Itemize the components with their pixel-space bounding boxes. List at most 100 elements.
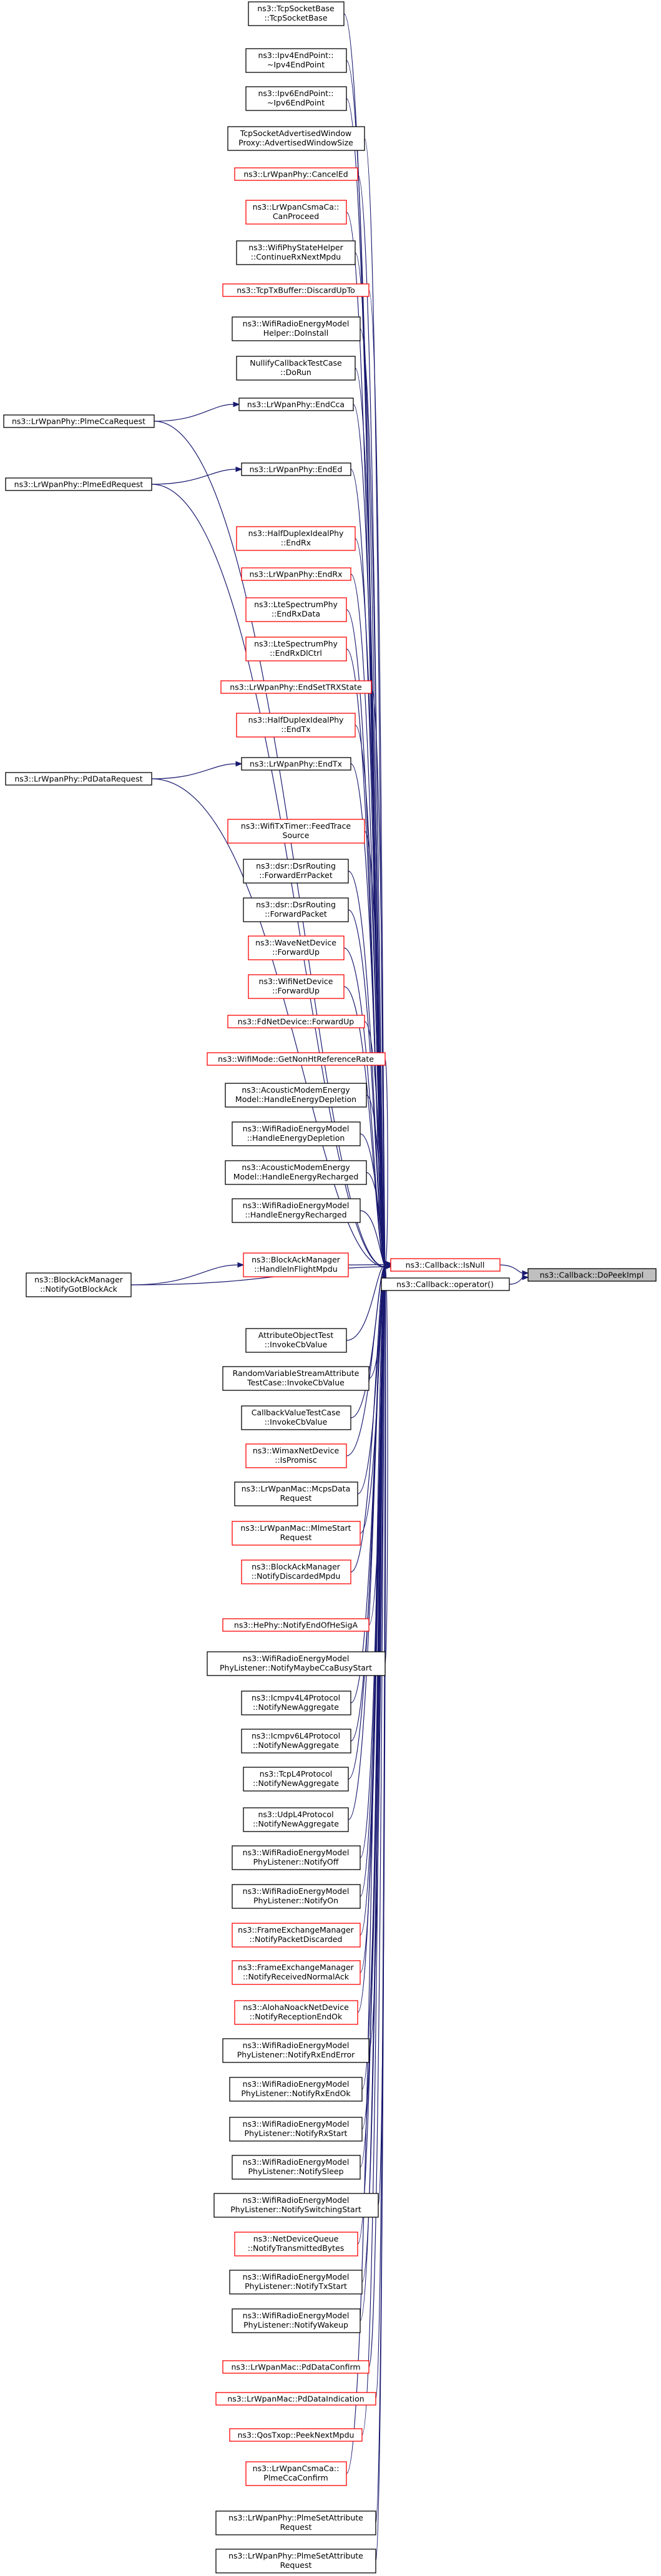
node-label: ns3::LrWpanCsmaCa:: bbox=[253, 202, 340, 212]
graph-node-o3[interactable]: ns3::BlockAckManager::NotifyGotBlockAck bbox=[26, 1272, 132, 1297]
graph-node-c31[interactable]: AttributeObjectTest::InvokeCbValue bbox=[245, 1328, 347, 1353]
node-label: PhyListener::NotifyMaybeCcaBusyStart bbox=[220, 1663, 372, 1672]
node-box bbox=[243, 859, 349, 884]
graph-node-c39[interactable]: ns3::WifiRadioEnergyModelPhyListener::No… bbox=[207, 1651, 386, 1676]
node-box bbox=[381, 1277, 510, 1291]
graph-node-c55[interactable]: ns3::WifiRadioEnergyModelPhyListener::No… bbox=[229, 2270, 363, 2295]
node-label: ns3::Callback::DoPeekImpl bbox=[540, 1271, 644, 1280]
node-box bbox=[5, 477, 152, 491]
graph-node-c43[interactable]: ns3::UdpL4Protocol::NotifyNewAggregate bbox=[243, 1807, 349, 1832]
node-label: ::HandleInFlightMpdu bbox=[254, 1264, 338, 1274]
node-box bbox=[232, 2155, 361, 2180]
graph-node-c10[interactable]: ns3::LrWpanPhy::EndCca bbox=[238, 398, 354, 411]
graph-node-c56[interactable]: ns3::WifiRadioEnergyModelPhyListener::No… bbox=[232, 2308, 361, 2333]
graph-node-op[interactable]: ns3::Callback::operator() bbox=[381, 1277, 510, 1291]
graph-node-c29[interactable]: ns3::WifiRadioEnergyModel::HandleEnergyR… bbox=[232, 1198, 361, 1223]
node-box bbox=[234, 1481, 358, 1506]
call-edge bbox=[346, 1266, 386, 1456]
graph-node-c42[interactable]: ns3::TcpL4Protocol::NotifyNewAggregate bbox=[243, 1767, 349, 1792]
graph-node-c8[interactable]: ns3::WifiRadioEnergyModelHelper::DoInsta… bbox=[232, 316, 361, 341]
graph-node-c0[interactable]: ns3::TcpSocketBase::TcpSocketBase bbox=[248, 1, 345, 26]
graph-node-c20[interactable]: ns3::dsr::DsrRouting::ForwardErrPacket bbox=[243, 859, 349, 884]
node-label: Source bbox=[283, 831, 310, 840]
graph-node-c51[interactable]: ns3::WifiRadioEnergyModelPhyListener::No… bbox=[229, 2117, 363, 2142]
node-label: ns3::LrWpanMac::MlmeStart bbox=[240, 1523, 351, 1533]
node-box bbox=[248, 1, 345, 26]
graph-node-c46[interactable]: ns3::FrameExchangeManager::NotifyPacketD… bbox=[232, 1923, 361, 1948]
graph-node-c23[interactable]: ns3::WifiNetDevice::ForwardUp bbox=[248, 974, 345, 999]
graph-node-c34[interactable]: ns3::WimaxNetDevice::IsPromisc bbox=[245, 1443, 347, 1468]
graph-node-c11[interactable]: ns3::LrWpanPhy::EndEd bbox=[241, 462, 351, 476]
graph-node-c58[interactable]: ns3::LrWpanMac::PdDataIndication bbox=[215, 2392, 376, 2406]
graph-node-dopeek[interactable]: ns3::Callback::DoPeekImpl bbox=[527, 1268, 657, 1282]
node-box bbox=[227, 126, 365, 151]
graph-node-c13[interactable]: ns3::LrWpanPhy::EndRx bbox=[241, 567, 351, 581]
graph-node-c40[interactable]: ns3::Icmpv4L4Protocol::NotifyNewAggregat… bbox=[241, 1690, 351, 1715]
graph-node-c16[interactable]: ns3::LrWpanPhy::EndSetTRXState bbox=[220, 680, 372, 694]
graph-node-c24[interactable]: ns3::FdNetDevice::ForwardUp bbox=[227, 1015, 365, 1028]
node-box bbox=[238, 398, 354, 411]
node-box bbox=[232, 1198, 361, 1223]
node-box bbox=[229, 2270, 363, 2295]
graph-node-c5[interactable]: ns3::LrWpanCsmaCa::CanProceed bbox=[245, 200, 347, 225]
graph-node-c54[interactable]: ns3::NetDeviceQueue::NotifyTransmittedBy… bbox=[234, 2232, 358, 2256]
graph-node-c7[interactable]: ns3::TcpTxBuffer::DiscardUpTo bbox=[222, 283, 370, 297]
graph-node-c50[interactable]: ns3::WifiRadioEnergyModelPhyListener::No… bbox=[229, 2077, 363, 2102]
graph-node-c1[interactable]: ns3::Ipv4EndPoint::~Ipv4EndPoint bbox=[245, 48, 347, 73]
graph-node-c25[interactable]: ns3::WifiMode::GetNonHtReferenceRate bbox=[207, 1052, 386, 1066]
graph-node-o1[interactable]: ns3::LrWpanPhy::PlmeEdRequest bbox=[5, 477, 152, 491]
graph-node-c12[interactable]: ns3::HalfDuplexIdealPhy::EndRx bbox=[236, 526, 356, 551]
graph-node-c3[interactable]: TcpSocketAdvertisedWindowProxy::Advertis… bbox=[227, 126, 365, 151]
graph-node-c27[interactable]: ns3::WifiRadioEnergyModel::HandleEnergyD… bbox=[232, 1121, 361, 1146]
graph-node-o0[interactable]: ns3::LrWpanPhy::PlmeCcaRequest bbox=[3, 414, 155, 428]
graph-node-c59[interactable]: ns3::QosTxop::PeekNextMpdu bbox=[229, 2428, 363, 2442]
graph-node-isnull[interactable]: ns3::Callback::IsNull bbox=[390, 1258, 501, 1272]
graph-node-c41[interactable]: ns3::Icmpv6L4Protocol::NotifyNewAggregat… bbox=[241, 1729, 351, 1754]
edge-arrowhead bbox=[384, 1264, 392, 1269]
graph-node-c15[interactable]: ns3::LteSpectrumPhy::EndRxDlCtrl bbox=[245, 637, 347, 661]
graph-node-c60[interactable]: ns3::LrWpanCsmaCa::PlmeCcaConfirm bbox=[245, 2461, 347, 2486]
graph-node-c57[interactable]: ns3::LrWpanMac::PdDataConfirm bbox=[222, 2360, 370, 2374]
node-label: CanProceed bbox=[273, 212, 319, 221]
graph-node-c17[interactable]: ns3::HalfDuplexIdealPhy::EndTx bbox=[236, 713, 356, 738]
graph-node-c45[interactable]: ns3::WifiRadioEnergyModelPhyListener::No… bbox=[232, 1884, 361, 1909]
node-box bbox=[5, 772, 152, 786]
graph-node-c18[interactable]: ns3::LrWpanPhy::EndTx bbox=[241, 757, 351, 771]
graph-node-c14[interactable]: ns3::LteSpectrumPhy::EndRxData bbox=[245, 597, 347, 622]
graph-node-c32[interactable]: RandomVariableStreamAttributeTestCase::I… bbox=[222, 1366, 370, 1391]
graph-node-c52[interactable]: ns3::WifiRadioEnergyModelPhyListener::No… bbox=[232, 2155, 361, 2180]
graph-node-c49[interactable]: ns3::WifiRadioEnergyModelPhyListener::No… bbox=[222, 2038, 370, 2063]
node-box bbox=[232, 2308, 361, 2333]
graph-node-c30[interactable]: ns3::BlockAckManager::HandleInFlightMpdu bbox=[243, 1252, 349, 1277]
graph-node-c26[interactable]: ns3::AcousticModemEnergyModel::HandleEne… bbox=[225, 1083, 367, 1108]
graph-node-c37[interactable]: ns3::BlockAckManager::NotifyDiscardedMpd… bbox=[241, 1559, 351, 1584]
node-box bbox=[232, 1845, 361, 1870]
graph-node-c2[interactable]: ns3::Ipv6EndPoint::~Ipv6EndPoint bbox=[245, 86, 347, 111]
graph-node-c38[interactable]: ns3::HePhy::NotifyEndOfHeSigA bbox=[222, 1618, 370, 1632]
node-box bbox=[236, 526, 356, 551]
graph-node-c6[interactable]: ns3::WifiPhyStateHelper::ContinueRxNextM… bbox=[236, 240, 356, 265]
node-box bbox=[245, 637, 347, 661]
graph-node-c22[interactable]: ns3::WaveNetDevice::ForwardUp bbox=[248, 935, 345, 960]
graph-node-c47[interactable]: ns3::FrameExchangeManager::NotifyReceive… bbox=[232, 1960, 361, 1985]
graph-node-c9[interactable]: NullifyCallbackTestCase::DoRun bbox=[236, 356, 356, 381]
graph-node-c44[interactable]: ns3::WifiRadioEnergyModelPhyListener::No… bbox=[232, 1845, 361, 1870]
node-label: ::EndRx bbox=[281, 538, 311, 547]
graph-node-c21[interactable]: ns3::dsr::DsrRouting::ForwardPacket bbox=[243, 897, 349, 922]
graph-node-c28[interactable]: ns3::AcousticModemEnergyModel::HandleEne… bbox=[225, 1160, 367, 1185]
node-label: ns3::WifiRadioEnergyModel bbox=[243, 319, 350, 328]
graph-node-c33[interactable]: CallbackValueTestCase::InvokeCbValue bbox=[241, 1405, 351, 1430]
node-label: NullifyCallbackTestCase bbox=[250, 358, 342, 368]
node-box bbox=[222, 1618, 370, 1632]
graph-node-c53[interactable]: ns3::WifiRadioEnergyModelPhyListener::No… bbox=[213, 2193, 379, 2218]
graph-node-o2[interactable]: ns3::LrWpanPhy::PdDataRequest bbox=[5, 772, 152, 786]
graph-nodes: ns3::TcpSocketBase::TcpSocketBasens3::Ip… bbox=[3, 1, 657, 2574]
graph-node-c4[interactable]: ns3::LrWpanPhy::CancelEd bbox=[234, 167, 358, 181]
node-label: ns3::WifiRadioEnergyModel bbox=[243, 2311, 350, 2320]
graph-node-c48[interactable]: ns3::AlohaNoackNetDevice::NotifyReceptio… bbox=[234, 2000, 358, 2025]
